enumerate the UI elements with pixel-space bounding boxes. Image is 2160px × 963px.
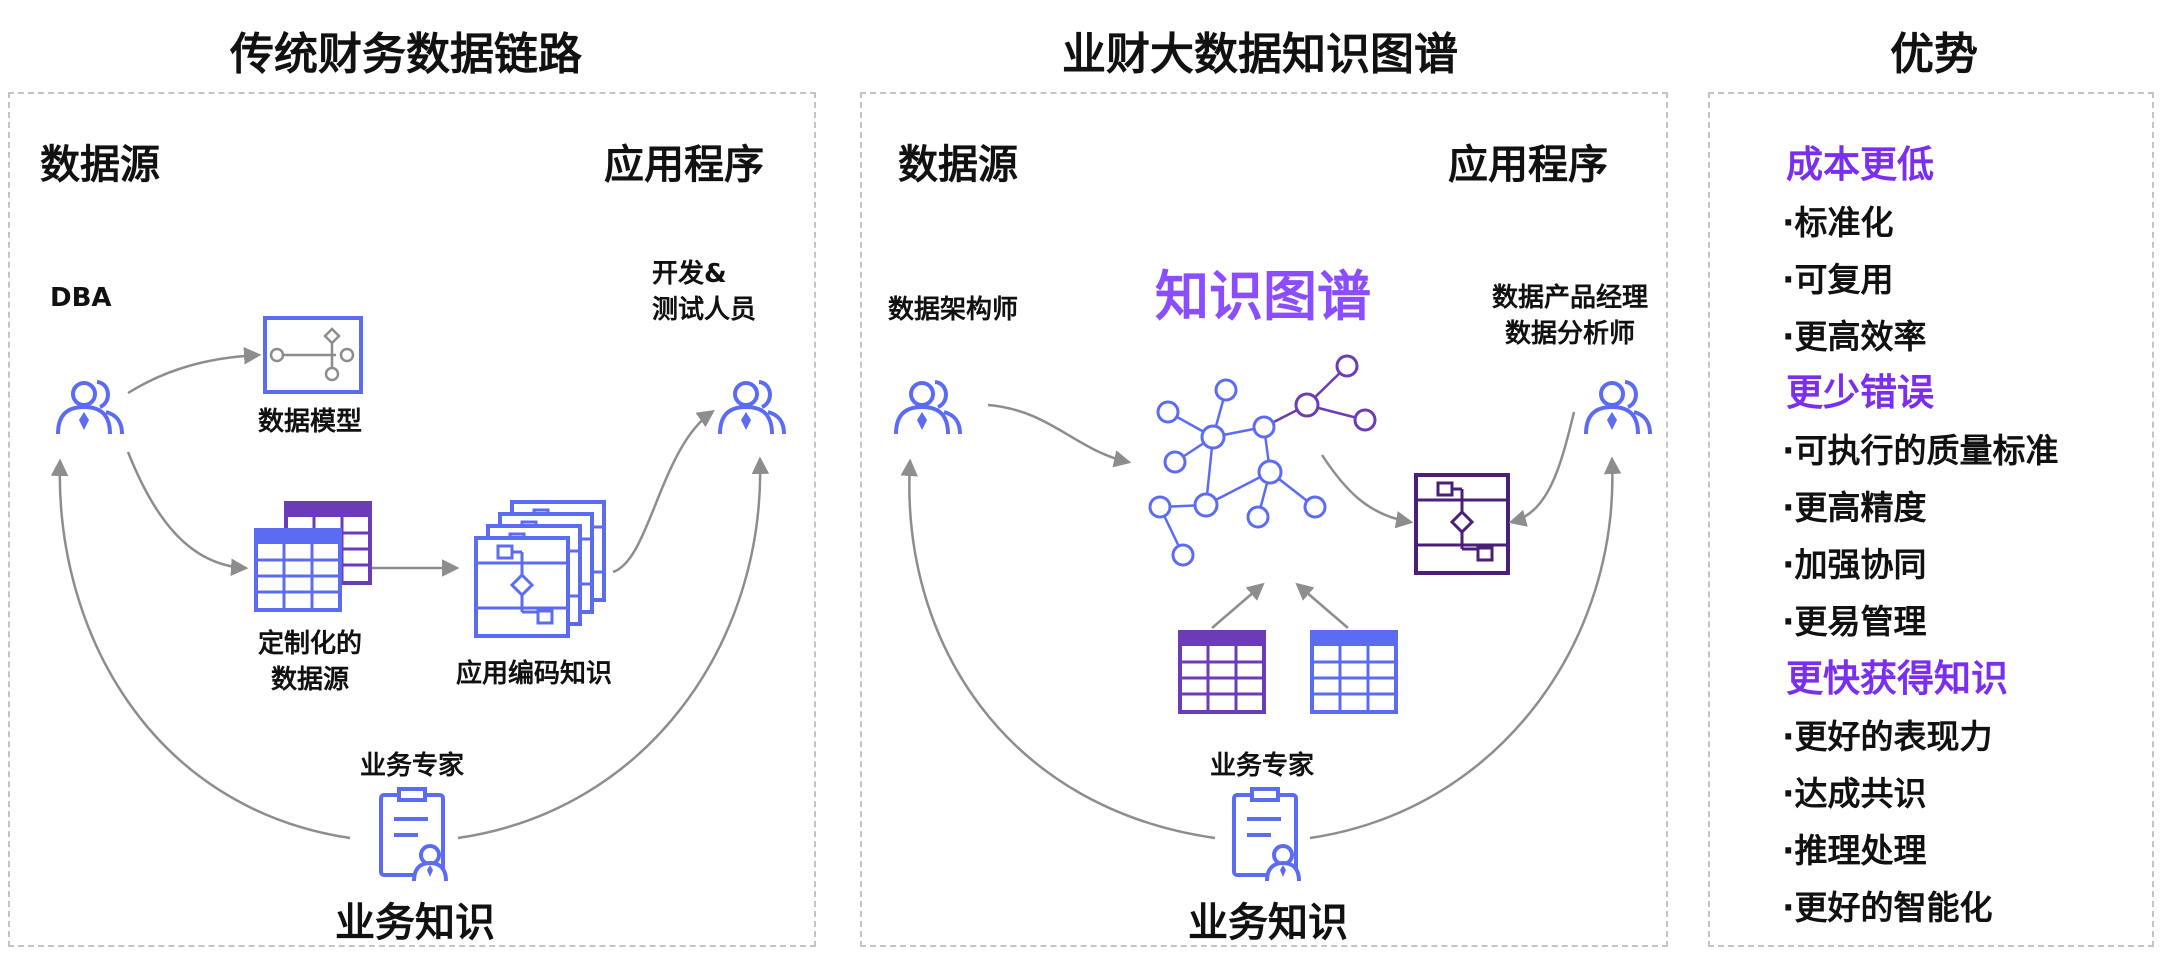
analyst-user-icon [1584,380,1652,436]
advantage-heading-cost: 成本更低 [1786,143,1934,186]
source-table-icon-1 [1178,630,1266,714]
business-knowledge-label: 业务知识 [335,900,495,946]
advantage-item: ·达成共识 [1782,774,1927,813]
knowledge-graph-title: 业财大数据知识图谱 [1062,29,1458,80]
kg-business-knowledge-label: 业务知识 [1188,900,1348,946]
traditional-panel [8,92,816,947]
advantage-item: ·推理处理 [1782,831,1927,870]
advantage-heading-errors: 更少错误 [1786,371,1934,414]
business-expert-label: 业务专家 [360,751,465,781]
advantages-panel [1708,92,2154,947]
traditional-application-label: 应用程序 [604,142,764,188]
business-expert-icon [379,787,448,883]
advantage-item: ·更好的智能化 [1782,888,1993,927]
traditional-title: 传统财务数据链路 [230,29,582,80]
application-flowchart-icon [1414,473,1510,575]
advantage-item: ·更高效率 [1782,317,1927,356]
custom-source-table-icon [254,501,372,612]
kg-application-label: 应用程序 [1448,142,1608,188]
app-code-flowchart-icon [474,500,606,638]
developers-label: 开发& 测试人员 [652,259,757,325]
advantage-item: ·标准化 [1782,203,1894,242]
kg-business-expert-label: 业务专家 [1210,751,1315,781]
advantage-item: ·加强协同 [1782,545,1927,584]
advantage-item: ·可执行的质量标准 [1782,431,2059,470]
advantage-item: ·更好的表现力 [1782,717,1993,756]
advantages-title: 优势 [1890,29,1978,80]
knowledge-graph-panel [860,92,1668,947]
data-model-label: 数据模型 [258,407,363,437]
developer-user-icon [718,380,786,436]
architect-label: 数据架构师 [888,295,1019,325]
knowledge-graph-arrows [900,403,1622,840]
traditional-data-source-label: 数据源 [40,142,160,188]
traditional-arrows [50,347,770,840]
custom-source-label: 定制化的 数据源 [257,629,362,695]
data-model-icon [263,316,363,394]
architect-user-icon [894,380,962,436]
product-manager-label: 数据产品经理 数据分析师 [1491,283,1648,349]
dba-label: DBA [50,283,112,313]
source-table-icon-2 [1310,630,1398,714]
advantage-item: ·更易管理 [1782,602,1927,641]
knowledge-graph-center-title: 知识图谱 [1155,265,1371,328]
business-expert-icon-kg [1232,787,1301,883]
kg-data-source-label: 数据源 [898,142,1018,188]
advantage-item: ·更高精度 [1782,488,1927,527]
advantage-heading-knowledge: 更快获得知识 [1786,657,2008,700]
app-code-label: 应用编码知识 [456,659,613,689]
dba-user-icon [56,380,124,436]
advantage-item: ·可复用 [1782,260,1894,299]
graph-network-icon [1148,354,1377,567]
